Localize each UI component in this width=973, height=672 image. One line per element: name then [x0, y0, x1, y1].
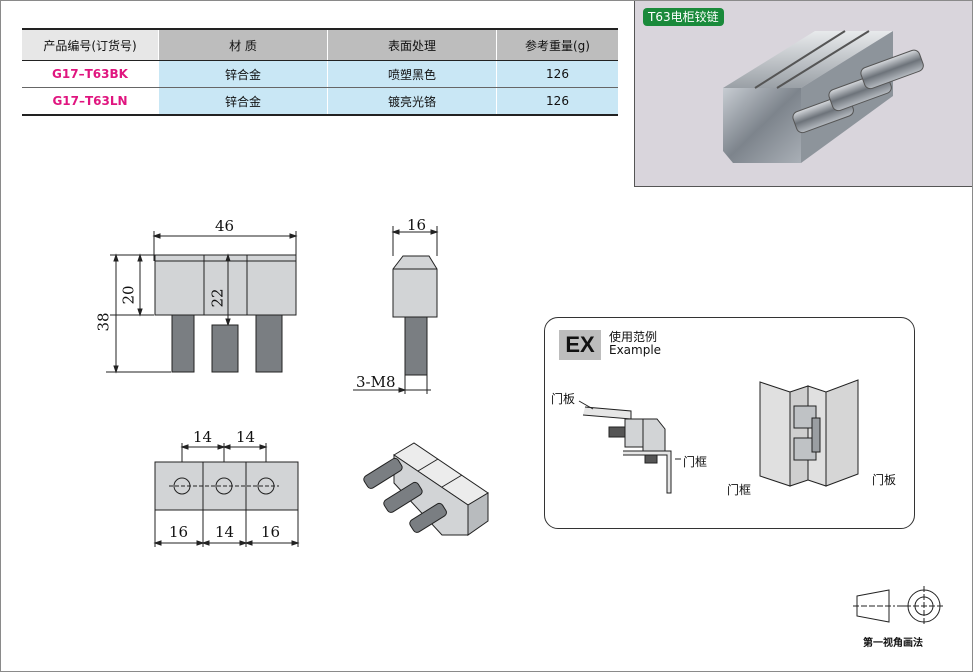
cell-material: 锌合金: [158, 60, 328, 88]
hinge-photo-image: [723, 30, 924, 163]
example-title-cn: 使用范例: [609, 330, 658, 344]
dim-seg-14: 14: [215, 523, 235, 541]
dim-height-22: 22: [208, 288, 227, 308]
product-photo-panel: T63电柜铰链: [634, 1, 972, 187]
header-part-number: 产品编号(订货号): [22, 28, 159, 61]
cell-part-number: G17–T63BK: [22, 60, 159, 88]
header-material: 材 质: [158, 28, 328, 61]
label-door-panel-right: 门板: [872, 473, 897, 487]
cell-part-number: G17–T63LN: [22, 87, 159, 116]
label-door-frame-left: 门框: [683, 455, 708, 469]
dim-pitch-14-b: 14: [236, 428, 256, 446]
dim-seg-16-a: 16: [169, 523, 189, 541]
dim-thread-3-m8: 3-M8: [356, 373, 396, 391]
cell-surface: 喷塑黑色: [327, 60, 497, 88]
photo-title: T63电柜铰链: [643, 8, 724, 26]
dim-seg-16-b: 16: [261, 523, 281, 541]
spec-table: 产品编号(订货号) 材 质 表面处理 参考重量(g) G17–T63BK 锌合金…: [22, 28, 618, 116]
projection-symbol-icon: [853, 586, 945, 626]
table-header-row: 产品编号(订货号) 材 质 表面处理 参考重量(g): [22, 28, 618, 61]
header-surface: 表面处理: [327, 28, 497, 61]
cell-weight: 126: [496, 87, 618, 116]
dim-width-46: 46: [215, 217, 235, 235]
dim-height-38: 38: [94, 312, 113, 332]
isometric-drawing: [363, 442, 489, 536]
side-view-drawing: [353, 226, 439, 394]
dim-side-width-16: 16: [407, 216, 427, 234]
cell-weight: 126: [496, 60, 618, 88]
example-panel: EX 使用范例 Example 门板 门框: [544, 317, 915, 529]
table-row: G17–T63LN 锌合金 镀亮光铬 126: [22, 87, 618, 116]
example-title-en: Example: [609, 343, 662, 357]
installation-section-drawing: [578, 400, 681, 494]
top-view-drawing: [153, 443, 300, 547]
cell-surface: 镀亮光铬: [327, 87, 497, 116]
table-row: G17–T63BK 锌合金 喷塑黑色 126: [22, 60, 618, 88]
header-weight: 参考重量(g): [496, 28, 618, 61]
projection-label: 第一视角画法: [863, 638, 923, 649]
front-view-drawing: [106, 231, 298, 374]
label-door-panel-left: 门板: [551, 392, 576, 406]
cell-material: 锌合金: [158, 87, 328, 116]
label-door-frame-right: 门框: [727, 483, 752, 497]
dim-pitch-14-a: 14: [193, 428, 213, 446]
dim-height-20: 20: [119, 285, 138, 305]
example-badge: EX: [559, 330, 601, 360]
installation-3d-drawing: [759, 379, 859, 487]
